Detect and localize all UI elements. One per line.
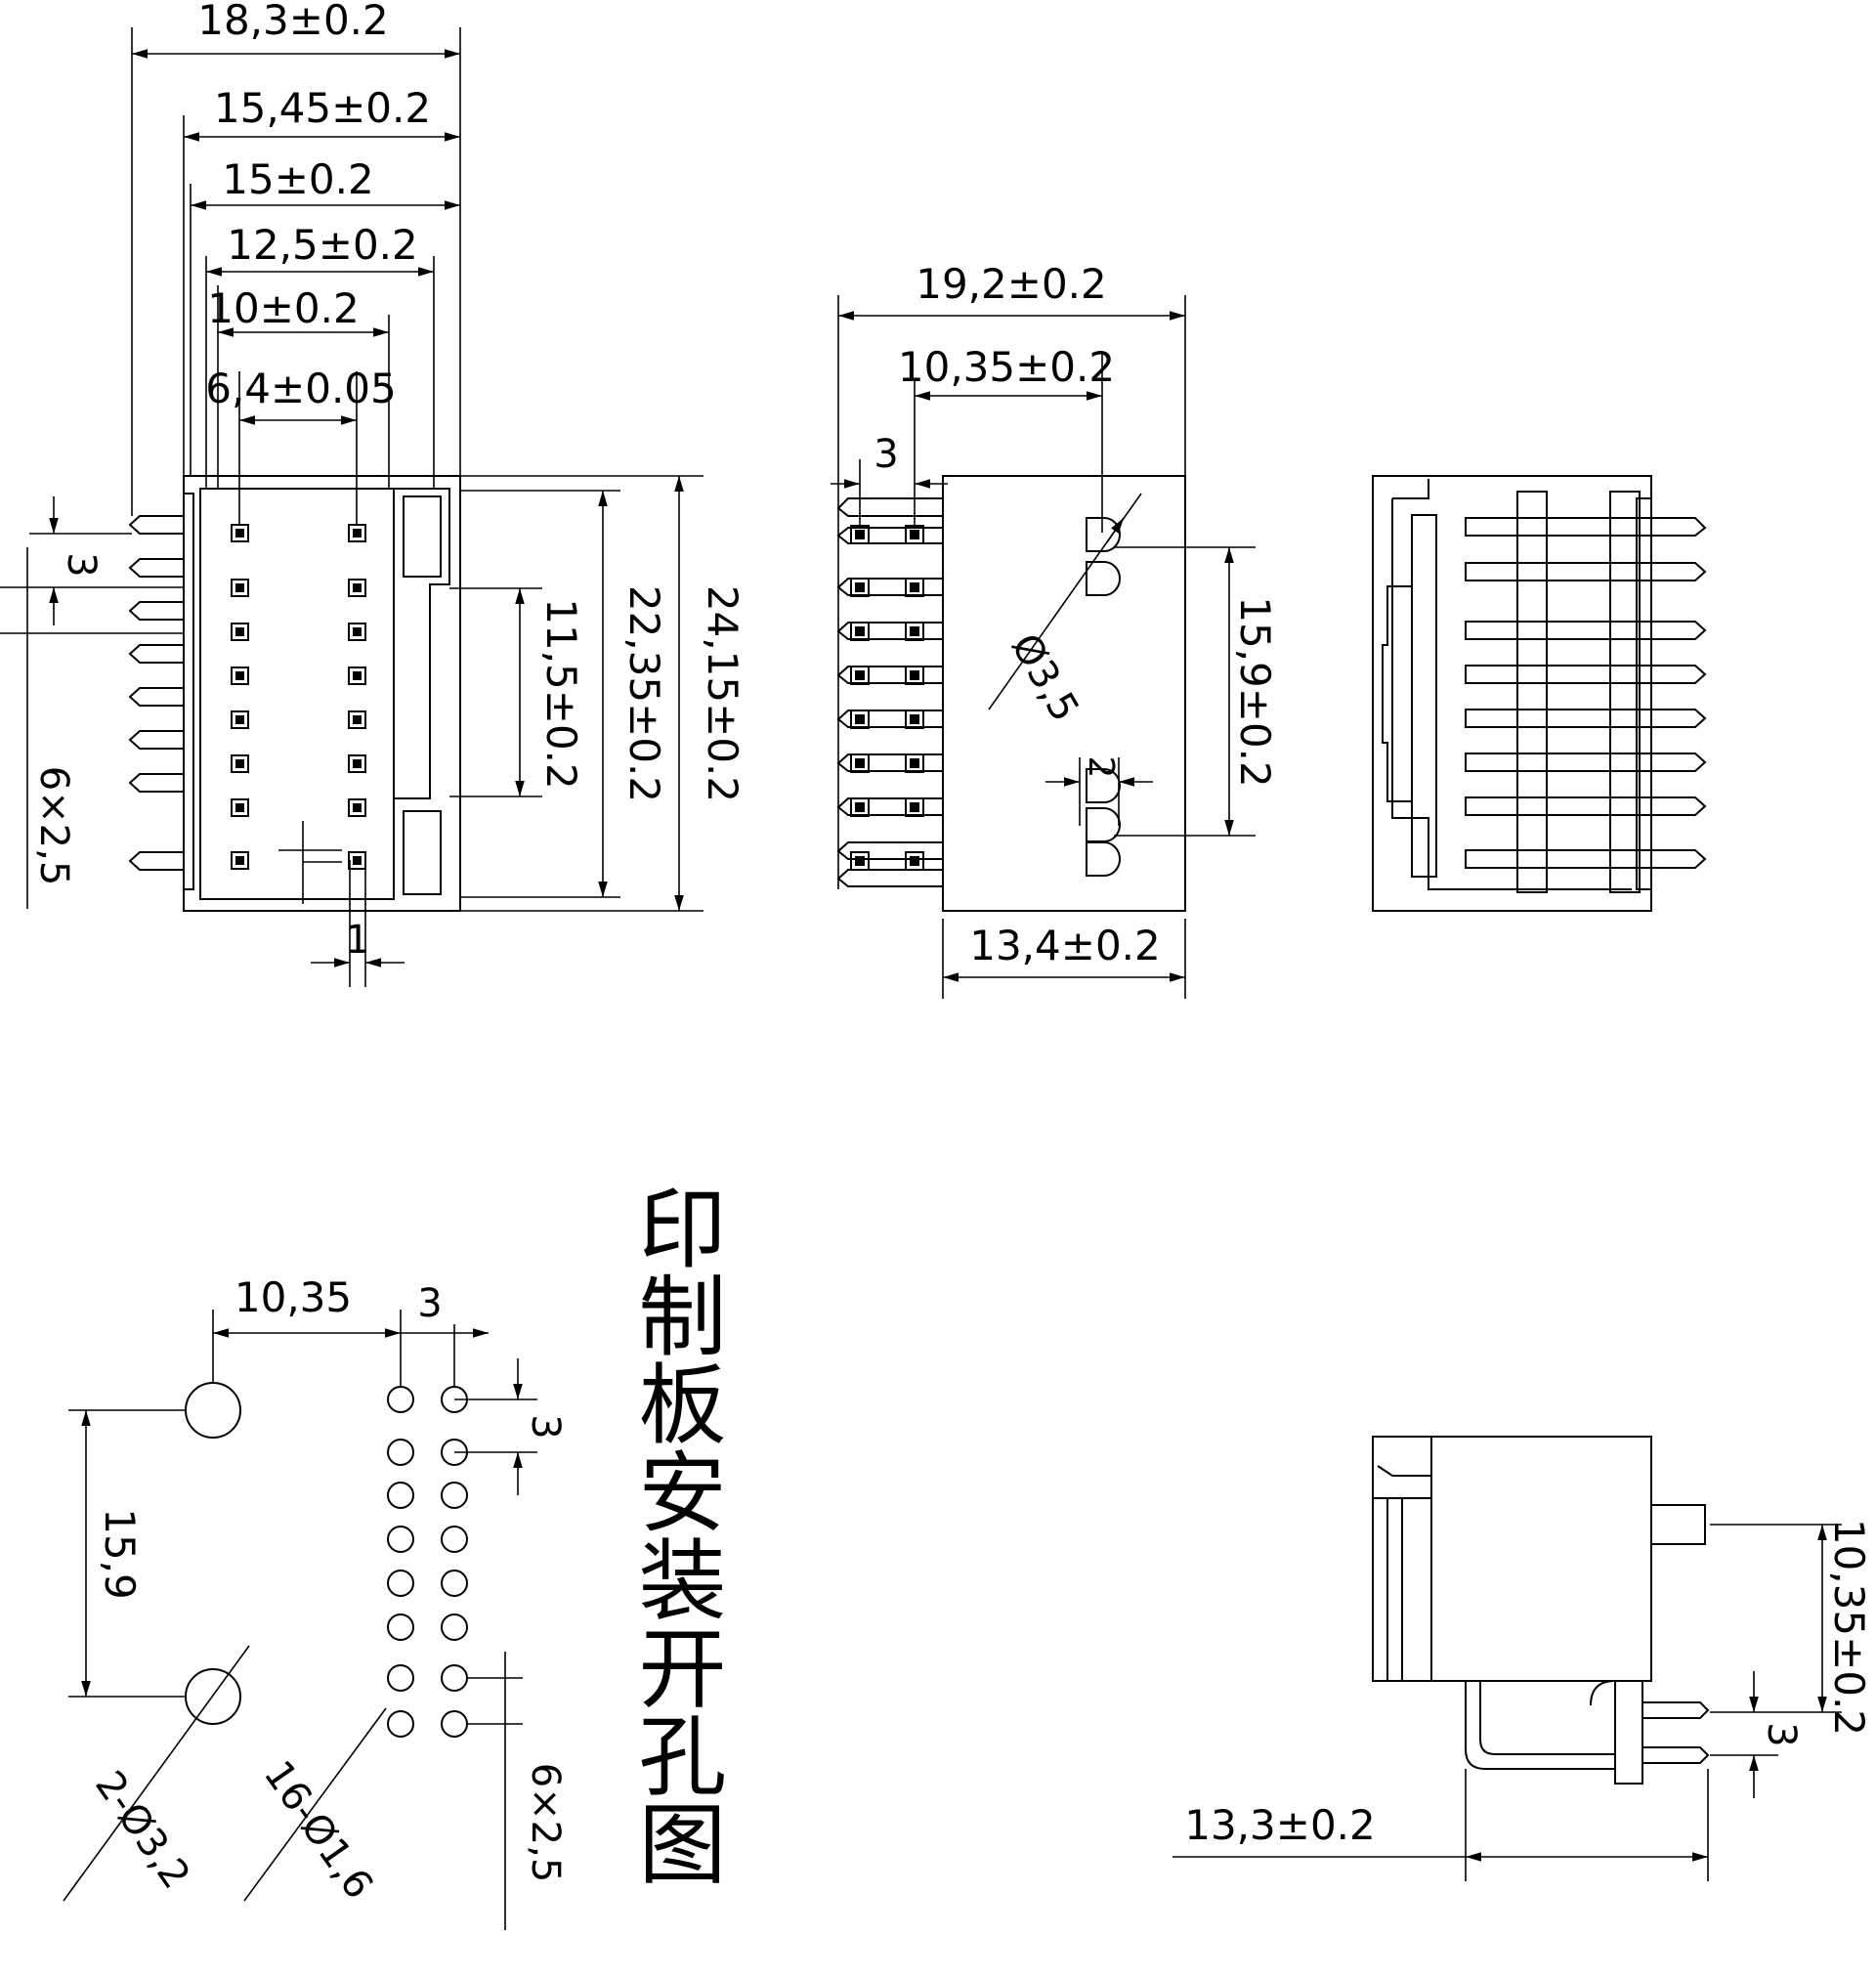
pcb-dim-pin-count-pitch: 6×2,5 [523, 1763, 568, 1883]
front-left-dims [0, 496, 184, 909]
pcb-dim-lines [63, 1310, 537, 1930]
front-inner-outline [199, 488, 395, 900]
pcb-dim-post-holes: 2-Ø3,2 [86, 1763, 198, 1897]
front-latch [394, 488, 450, 799]
front-right-dims [449, 475, 704, 912]
side-dim-body-depth: 13,4±0.2 [969, 922, 1161, 969]
side-body-outline [942, 475, 1186, 912]
front-left-rail [184, 493, 194, 890]
side-dim-lines [831, 295, 1256, 999]
side-dim-overall-width: 19,2±0.2 [916, 260, 1107, 308]
pcb-dim-pin-pitch: 3 [523, 1414, 568, 1439]
dim-latch-height: 11,5±0.2 [537, 598, 585, 790]
pcb-dim-pin-holes: 16-Ø1,6 [255, 1753, 382, 1908]
pcb-dim-post-offset: 10,35 [234, 1273, 352, 1321]
dim-overall-height: 24,15±0.2 [699, 585, 746, 802]
bottom-post-lower [1614, 1680, 1643, 1785]
bottom-dim-lines [1172, 1524, 1842, 1881]
side-dim-post-diameter: Ø3,5 [1002, 626, 1087, 729]
dim-pin-count-pitch: 6×2,5 [31, 766, 76, 886]
side-posts [1086, 517, 1121, 877]
front-contacts [231, 524, 366, 870]
dim-body-width: 15,45±0.2 [214, 84, 431, 132]
dim-inner-height: 22,35±0.2 [620, 585, 668, 802]
side-contacts [850, 525, 924, 871]
side-dim-post-width: 2 [1081, 756, 1121, 779]
dim-contact-size: 1 [345, 918, 369, 963]
bottom-dim-depth: 13,3±0.2 [1184, 1801, 1376, 1849]
dim-contact-span: 10±0.2 [207, 284, 359, 332]
rear-slot [1411, 514, 1437, 878]
front-latch-slot-bottom [403, 810, 442, 895]
rear-posts [1516, 491, 1641, 893]
pcb-dim-post-spacing: 15,9 [96, 1508, 144, 1600]
front-body-outline [183, 475, 461, 912]
bottom-body-outline [1372, 1436, 1652, 1682]
front-latch-slot-top [403, 495, 442, 578]
side-view: 19,2±0.2 10,35±0.2 3 15,9±0.2 Ø3,5 2 13,… [831, 260, 1279, 999]
pcb-layout: 10,35 3 15,9 3 2-Ø3,2 16-Ø1,6 6×2,5 印制板安… [63, 1183, 726, 1930]
bottom-view: 10,35±0.2 3 13,3±0.2 [1172, 1436, 1873, 1881]
dim-inner-width: 15±0.2 [222, 155, 373, 203]
rear-view [1372, 475, 1707, 912]
pcb-post-hole-top [185, 1382, 241, 1439]
front-dim-lines [132, 49, 460, 425]
front-bottom-dim [278, 821, 405, 987]
rear-pins [1465, 517, 1707, 869]
side-dim-post-offset: 10,35±0.2 [898, 343, 1115, 391]
front-extension-lines [131, 27, 461, 525]
side-pins [836, 497, 943, 887]
bottom-dim-post-offset: 10,35±0.2 [1825, 1519, 1873, 1736]
bottom-dim-pin-pitch: 3 [1759, 1722, 1804, 1746]
dim-overall-width: 18,3±0.2 [197, 0, 389, 44]
pcb-pin-holes [387, 1386, 468, 1738]
pcb-layout-title: 印制板安装开孔图 [623, 1183, 726, 1886]
bottom-post [1650, 1504, 1706, 1545]
dim-pin-pitch: 3 [59, 552, 104, 577]
front-pins [128, 515, 184, 871]
dim-latch-width: 12,5±0.2 [227, 221, 418, 269]
dim-pin-row-spacing: 6,4±0.05 [205, 365, 397, 412]
front-view: 18,3±0.2 15,45±0.2 15±0.2 12,5±0.2 10±0.… [0, 0, 746, 987]
side-dim-pin-pitch: 3 [874, 432, 898, 477]
pcb-dim-row-spacing: 3 [417, 1281, 442, 1326]
side-dim-post-spacing: 15,9±0.2 [1231, 596, 1279, 788]
